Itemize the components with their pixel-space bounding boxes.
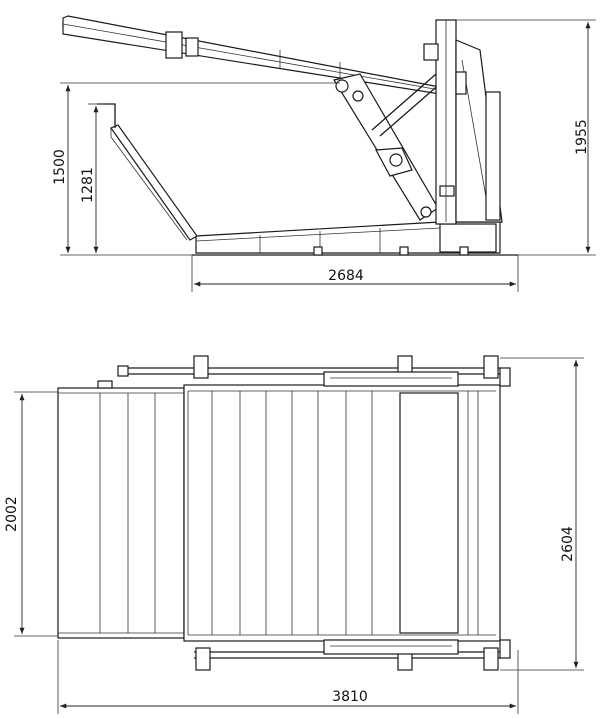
dim-overall-width-label: 2604: [560, 526, 576, 562]
rear-column: [423, 19, 503, 225]
dim-length-label: 2684: [328, 268, 364, 284]
side-view: 1955 1500 1281 2684: [52, 15, 596, 292]
dim-overall-length-label: 3810: [332, 689, 368, 705]
upper-platform: [62, 15, 447, 95]
dim-upper-height: 1500: [52, 82, 340, 256]
dim-total-height-label: 1955: [574, 119, 590, 155]
plan-view: 2002 2604 3810: [4, 355, 584, 714]
dim-lower-height-label: 1281: [80, 167, 96, 203]
dim-total-height: 1955: [456, 19, 596, 256]
dim-overall-width: 2604: [500, 357, 584, 671]
lift-arm: [333, 73, 443, 221]
front-ramp: [57, 380, 185, 639]
dim-platform-width: 2002: [4, 391, 58, 637]
top-rail: [117, 355, 511, 387]
dim-lower-height: 1281: [80, 103, 104, 253]
dim-platform-width-label: 2002: [4, 496, 20, 532]
rear-ramp: [97, 103, 198, 241]
dim-upper-height-label: 1500: [52, 149, 68, 185]
dim-overall-length: 3810: [57, 640, 519, 714]
dim-length: 2684: [191, 255, 519, 292]
bottom-rail: [194, 639, 511, 671]
main-platform: [183, 384, 501, 642]
base-frame: [195, 221, 501, 256]
